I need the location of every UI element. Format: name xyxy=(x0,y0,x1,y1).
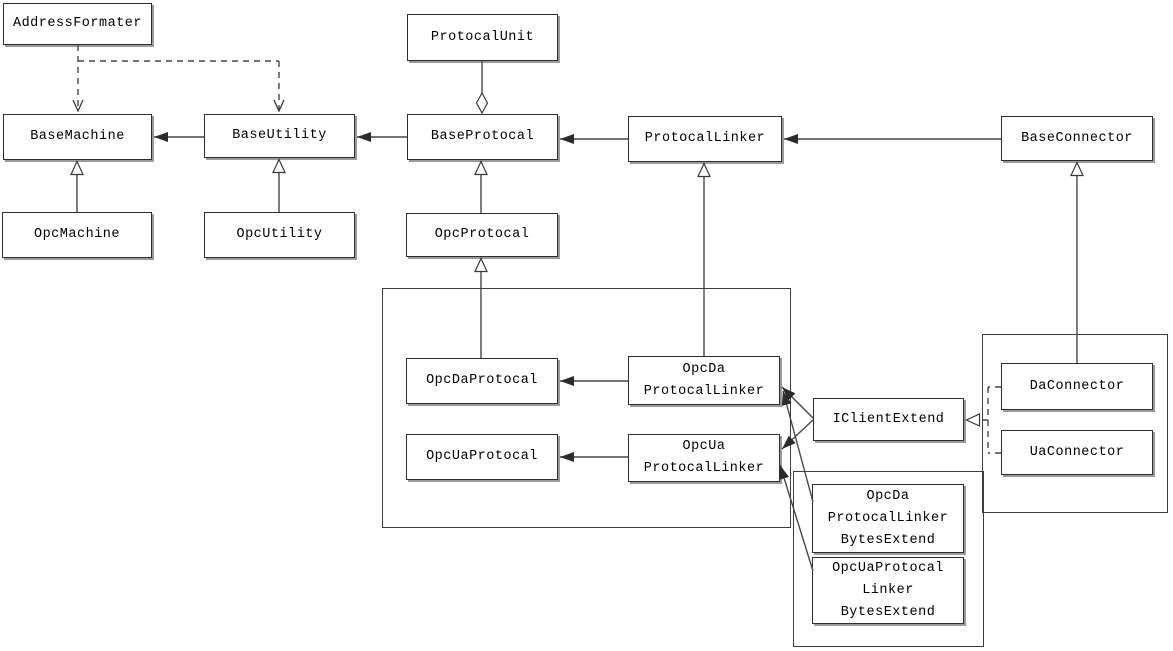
class-label: OpcUtility xyxy=(236,227,323,242)
class-box-base-connector: BaseConnector xyxy=(1001,116,1153,161)
class-label: AddressFormater xyxy=(12,16,143,31)
class-label: UaConnector xyxy=(1029,444,1125,460)
class-label: OpcUaProtocal xyxy=(832,560,944,576)
class-box-base-machine: BaseMachine xyxy=(3,114,152,160)
class-label: OpcUaProtocal xyxy=(426,449,538,464)
class-label: OpcDa xyxy=(866,488,910,504)
class-box-protocal-unit: ProtocalUnit xyxy=(407,14,558,61)
class-label: BaseConnector xyxy=(1021,130,1133,146)
container-connector-group xyxy=(982,334,1168,513)
class-box-opc-machine: OpcMachine xyxy=(2,212,152,258)
class-box-base-utility: BaseUtility xyxy=(204,114,355,158)
class-box-base-protocal: BaseProtocal xyxy=(407,114,558,160)
class-label: ProtocalUnit xyxy=(430,29,535,45)
class-label: BaseProtocal xyxy=(430,129,535,144)
container-opc-protocal-group xyxy=(382,288,791,528)
class-box-da-connector: DaConnector xyxy=(1001,363,1153,410)
class-label: IClientExtend xyxy=(832,411,945,427)
class-label: DaConnector xyxy=(1029,378,1125,394)
class-label: OpcMachine xyxy=(33,227,120,242)
class-label: BytesExtend xyxy=(840,604,936,620)
class-box-opc-ua-protocal: OpcUaProtocal xyxy=(406,434,558,480)
class-box-address-formater: AddressFormater xyxy=(3,3,152,45)
class-label: ProtocalLinker xyxy=(643,383,765,399)
class-label: BaseUtility xyxy=(232,128,327,143)
class-label: BytesExtend xyxy=(840,532,936,548)
class-label: Linker xyxy=(862,582,914,598)
class-label: OpcUa xyxy=(682,439,726,454)
class-label: ProtocalLinker xyxy=(643,461,765,476)
class-label: BaseMachine xyxy=(30,129,125,144)
class-label: ProtocalLinker xyxy=(644,131,766,146)
class-label: ProtocalLinker xyxy=(827,510,949,526)
class-box-ua-connector: UaConnector xyxy=(1001,430,1153,475)
class-box-opc-da-protocal: OpcDaProtocal xyxy=(406,358,558,404)
class-box-protocal-linker: ProtocalLinker xyxy=(628,116,782,162)
class-box-opc-utility: OpcUtility xyxy=(204,212,355,258)
class-label: OpcDaProtocal xyxy=(426,373,538,388)
class-box-iclient-extend: IClientExtend xyxy=(813,398,964,441)
class-box-opc-protocal: OpcProtocal xyxy=(406,213,558,257)
class-label: OpcDa xyxy=(682,361,726,377)
class-label: OpcProtocal xyxy=(434,227,530,242)
